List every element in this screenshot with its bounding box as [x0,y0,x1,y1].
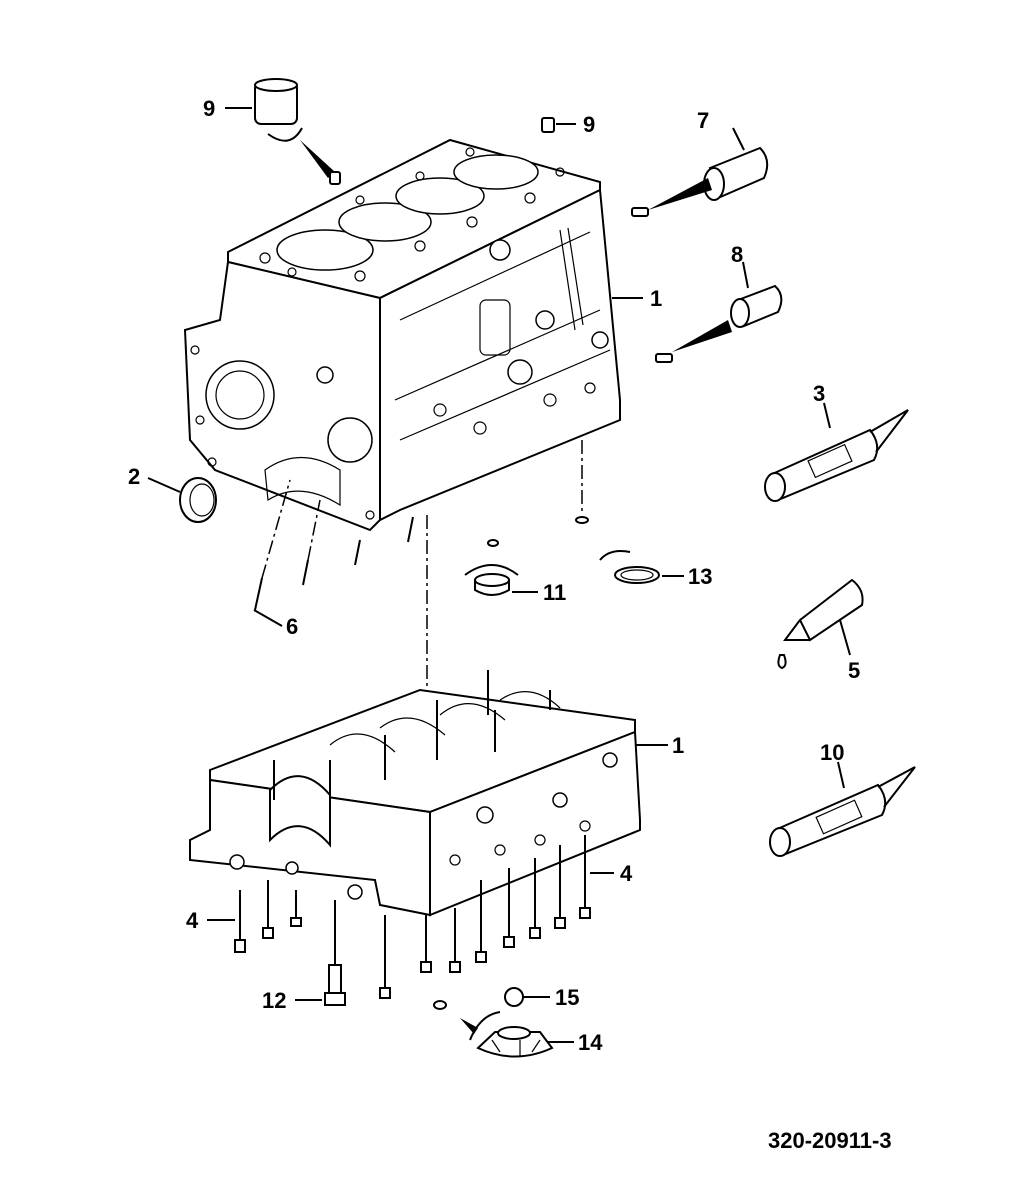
sealant-tube-3 [764,409,909,502]
dowel-pins [254,479,414,611]
callout-8: 8 [731,242,743,267]
callout-1-lower: 1 [672,733,684,758]
sealant-tube-10 [769,766,916,857]
pin-8 [655,284,783,363]
callout-4-right: 4 [620,861,633,886]
reference-number: 320-20911-3 [768,1128,892,1153]
callout-6: 6 [286,614,298,639]
callout-9-left: 9 [203,96,215,121]
sleeve-9-left [254,78,341,185]
callout-1-upper: 1 [650,286,662,311]
callout-11: 11 [543,580,566,605]
sleeve-9-right [541,117,555,133]
callout-10: 10 [820,740,844,765]
callout-labels: 9 9 7 8 1 3 2 11 13 6 5 1 10 4 4 12 15 1… [128,96,860,1055]
callout-15: 15 [555,985,579,1010]
callout-14: 14 [578,1030,603,1055]
callout-7: 7 [697,108,709,133]
upper-cylinder-block [183,138,621,532]
sealant-tube-5 [777,578,864,670]
o-ring-13 [575,440,660,584]
pin-7 [631,146,769,217]
expansion-plug [179,477,217,523]
callout-13: 13 [688,564,712,589]
callout-5: 5 [848,658,860,683]
callout-3: 3 [813,381,825,406]
callout-9-right: 9 [583,112,595,137]
oil-jet-14-15 [433,987,554,1058]
lower-crankcase [189,670,641,917]
leader-lines [147,107,851,1043]
bolt-12 [324,900,346,1006]
callout-2: 2 [128,464,140,489]
bolts-4 [234,835,591,999]
callout-4-left: 4 [186,908,199,933]
callout-12: 12 [262,988,286,1013]
cap-11 [464,539,519,596]
